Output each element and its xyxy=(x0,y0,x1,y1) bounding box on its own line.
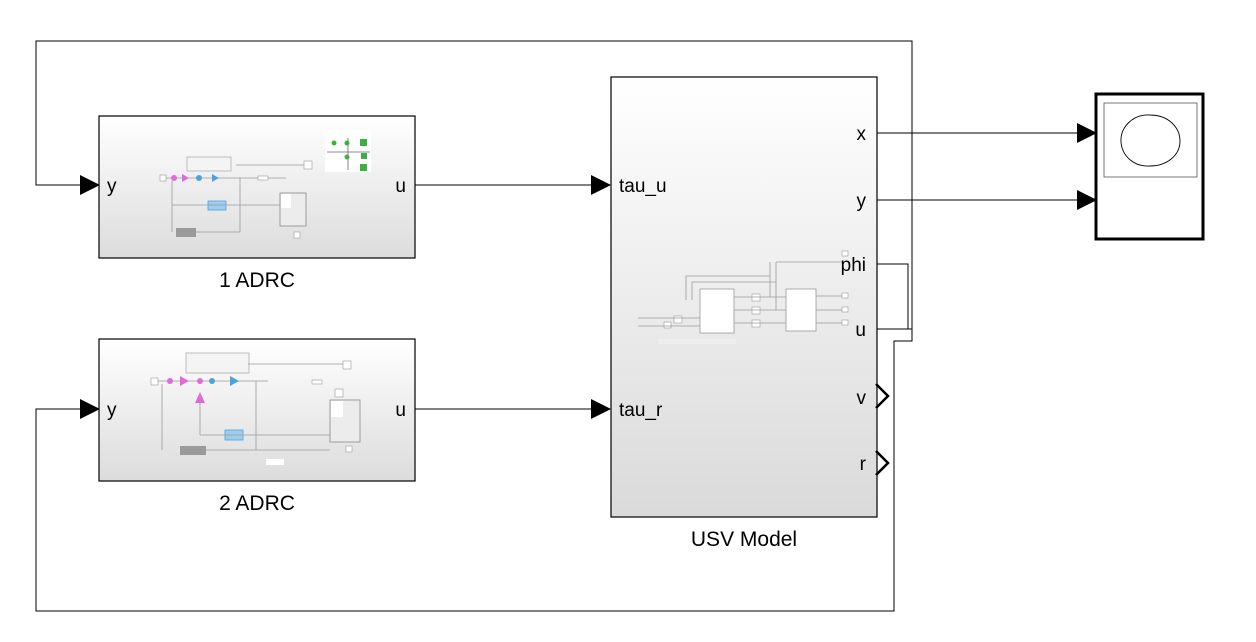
unconnected-port-v-chevron[interactable] xyxy=(875,383,890,409)
usv-out-port-y: y xyxy=(857,191,867,212)
adrc2-out-port-label: u xyxy=(395,400,406,421)
usv-out-port-phi: phi xyxy=(841,255,866,276)
arrow-adrc2-in xyxy=(80,399,100,419)
usv-internal-preview xyxy=(638,250,849,344)
adrc1-internal-preview xyxy=(159,130,371,239)
usv-block-title[interactable]: USV Model xyxy=(691,528,797,551)
adrc1-subsystem-block[interactable]: y u xyxy=(98,115,416,259)
usv-out-port-v: v xyxy=(857,388,867,409)
wire-usv-u-to-adrc1-y[interactable] xyxy=(35,40,913,330)
usv-out-port-u: u xyxy=(855,320,866,341)
wire-usv-u-to-adrc2-y[interactable] xyxy=(35,329,913,612)
usv-out-port-r: r xyxy=(860,454,867,475)
xy-graph-circle-trace-icon xyxy=(1120,114,1181,167)
usv-out-port-x: x xyxy=(857,124,867,145)
adrc2-in-port-label: y xyxy=(107,400,117,421)
arrow-tau-u-in xyxy=(591,175,611,195)
arrow-scope-in-1 xyxy=(1077,123,1097,143)
xy-graph-scope-block[interactable] xyxy=(1094,92,1205,241)
usv-in-port-tau-r: tau_r xyxy=(619,400,663,421)
adrc2-subsystem-block[interactable]: y u xyxy=(98,338,416,482)
adrc1-in-port-label: y xyxy=(107,176,117,197)
adrc2-block-title[interactable]: 2 ADRC xyxy=(219,492,295,515)
adrc1-block-title[interactable]: 1 ADRC xyxy=(219,269,295,292)
wire-phi-loop[interactable] xyxy=(877,263,909,329)
usv-in-port-tau-u: tau_u xyxy=(619,176,667,197)
usv-model-subsystem-block[interactable]: tau_u tau_r x y phi u v r xyxy=(610,76,878,518)
arrow-tau-r-in xyxy=(591,399,611,419)
arrow-adrc1-in xyxy=(80,175,100,195)
adrc1-out-port-label: u xyxy=(395,176,406,197)
adrc2-internal-preview xyxy=(150,352,361,465)
unconnected-port-r-chevron[interactable] xyxy=(875,450,890,476)
arrow-scope-in-2 xyxy=(1077,190,1097,210)
